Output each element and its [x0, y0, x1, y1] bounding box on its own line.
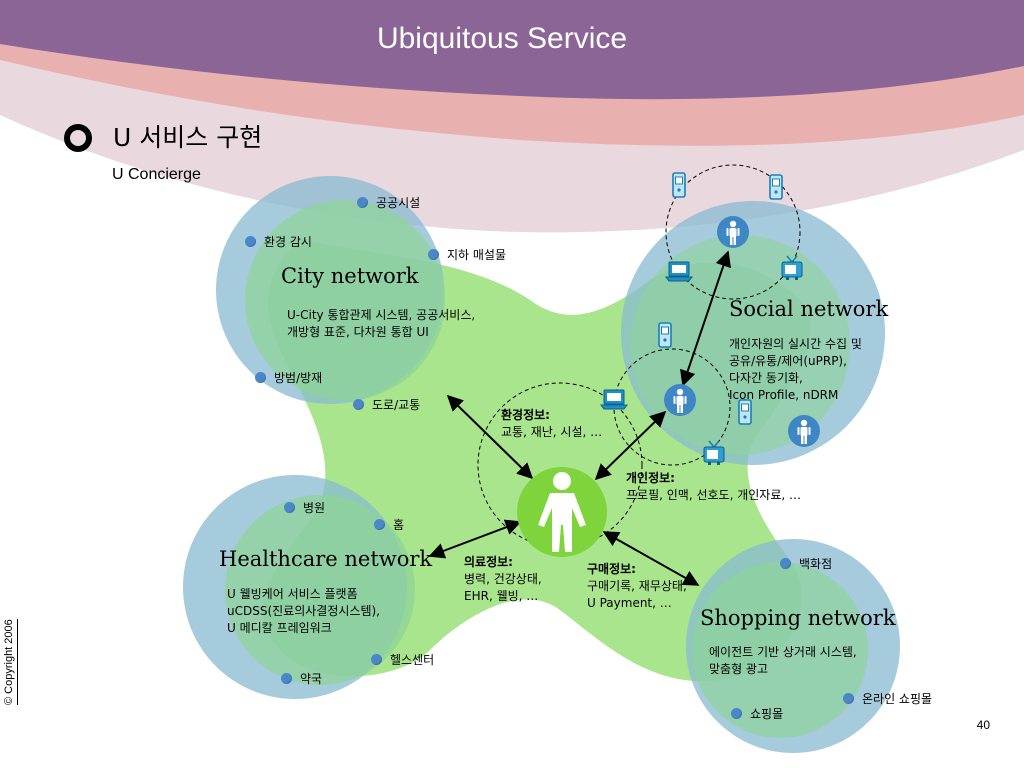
- healthcare-item-label: 병원: [303, 501, 326, 515]
- dot-icon: [353, 399, 364, 410]
- phone-icon: [769, 174, 783, 200]
- city-item: 방범/방재: [255, 369, 322, 386]
- phone-icon: [658, 322, 672, 348]
- purchase-info-text: 구매기록, 재무상태, U Payment, …: [587, 579, 687, 610]
- subheading: U Concierge: [112, 166, 201, 183]
- dot-icon: [371, 654, 382, 665]
- city-item-label: 지하 매설물: [447, 248, 507, 262]
- arrow-social: [594, 410, 667, 481]
- healthcare-network-description: U 웰빙케어 서비스 플랫폼 uCDSS(진료의사결정시스템), U 메디칼 프…: [227, 587, 380, 635]
- city-network-title: City network: [281, 264, 419, 288]
- shopping-item-label: 온라인 쇼핑몰: [862, 692, 933, 706]
- city-item: 환경 감시: [245, 233, 312, 250]
- laptop-icon: [600, 389, 628, 410]
- purchase-info-title: 구매정보:: [587, 562, 636, 576]
- healthcare-item: 홈: [374, 516, 404, 533]
- copyright: © Copyright 2006: [3, 619, 18, 705]
- title-bar: [0, 0, 1024, 100]
- purchase-info: 구매정보: 구매기록, 재무상태, U Payment, …: [587, 561, 687, 612]
- healthcare-item-label: 약국: [300, 672, 323, 686]
- dot-icon: [780, 558, 791, 569]
- arrow-shopping: [602, 531, 700, 586]
- shopping-item: 쇼핑몰: [731, 705, 783, 722]
- arrow-city: [446, 394, 534, 480]
- shopping-item-label: 백화점: [799, 557, 833, 571]
- laptop-icon: [665, 261, 693, 282]
- personal-info-text: 프로필, 인맥, 선호도, 개인자료, …: [626, 488, 801, 502]
- arrow-social-link: [680, 250, 731, 387]
- city-item: 공공시설: [357, 194, 420, 211]
- dot-icon: [281, 673, 292, 684]
- environment-info: 환경정보: 교통, 재난, 시설, …: [501, 407, 602, 441]
- heading: U 서비스 구현: [113, 123, 263, 152]
- social-dashed-circle-top: [665, 164, 801, 300]
- medical-info-text: 병력, 건강상태, EHR, 웰빙, …: [464, 572, 542, 603]
- city-item-label: 공공시설: [376, 196, 421, 210]
- phone-icon: [672, 172, 686, 198]
- person-icon: [717, 216, 749, 248]
- slide-title: Ubiquitous Service: [376, 22, 628, 55]
- arrow-healthcare: [428, 519, 522, 559]
- shopping-network-title: Shopping network: [700, 606, 896, 630]
- page-number: 40: [976, 718, 990, 732]
- healthcare-item: 약국: [281, 670, 322, 687]
- central-person-icon: [517, 467, 607, 557]
- shopping-network-description: 에이전트 기반 상거래 시스템, 맞춤형 광고: [709, 645, 857, 676]
- city-item: 도로/교통: [353, 396, 420, 413]
- healthcare-network-inner: [225, 495, 415, 685]
- personal-info-title: 개인정보:: [626, 471, 675, 485]
- healthcare-item-label: 헬스센터: [390, 653, 435, 667]
- healthcare-item-label: 홈: [393, 518, 405, 532]
- city-item-label: 도로/교통: [372, 398, 421, 412]
- medical-info-title: 의료정보:: [464, 555, 513, 569]
- person-icon: [788, 415, 820, 447]
- dot-icon: [245, 236, 256, 247]
- city-network-inner: [245, 200, 445, 400]
- social-network-description: 개인자원의 실시간 수집 및 공유/유통/제어(uPRP), 다자간 동기화, …: [729, 337, 862, 402]
- city-item-label: 환경 감시: [264, 235, 312, 249]
- city-network-description: U-City 통합관제 시스템, 공공서비스, 개방형 표준, 다차원 통합 U…: [287, 308, 476, 339]
- city-item: 지하 매설물: [428, 246, 506, 263]
- medical-info: 의료정보: 병력, 건강상태, EHR, 웰빙, …: [464, 554, 542, 605]
- dot-icon: [843, 693, 854, 704]
- shopping-item-label: 쇼핑몰: [750, 707, 784, 721]
- dot-icon: [284, 502, 295, 513]
- environment-info-title: 환경정보:: [501, 408, 550, 422]
- dot-icon: [428, 249, 439, 260]
- shopping-item: 백화점: [780, 555, 832, 572]
- dot-icon: [731, 708, 742, 719]
- healthcare-network-title: Healthcare network: [219, 547, 433, 571]
- healthcare-item: 헬스센터: [371, 651, 434, 668]
- shopping-network-inner: [692, 562, 868, 738]
- dot-icon: [374, 519, 385, 530]
- person-icon: [664, 384, 696, 416]
- environment-info-text: 교통, 재난, 시설, …: [501, 425, 603, 439]
- healthcare-item: 병원: [284, 499, 325, 516]
- shopping-item: 온라인 쇼핑몰: [843, 690, 932, 707]
- personal-info: 개인정보: 프로필, 인맥, 선호도, 개인자료, …: [626, 470, 801, 504]
- social-dashed-circle-mid: [613, 348, 731, 466]
- city-item-label: 방범/방재: [274, 371, 323, 385]
- dot-icon: [255, 372, 266, 383]
- bullet-ring-icon: [64, 124, 92, 152]
- social-network-title: Social network: [729, 297, 889, 321]
- dot-icon: [357, 197, 368, 208]
